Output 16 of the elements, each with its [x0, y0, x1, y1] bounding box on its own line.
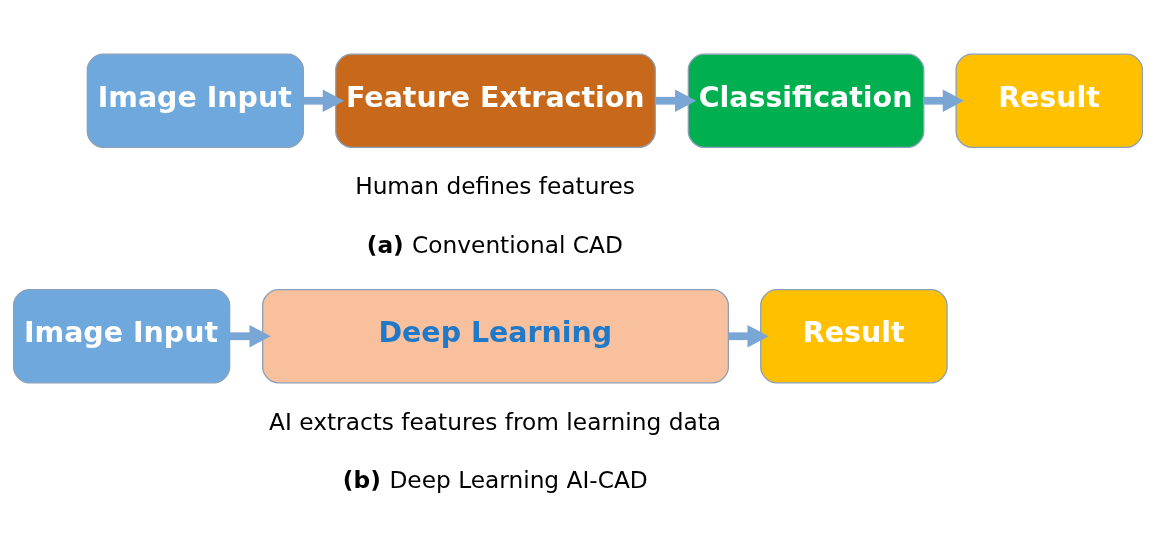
- node-box: Result: [955, 53, 1144, 148]
- node-box: Feature Extraction: [335, 53, 656, 148]
- label: (a) Conventional CAD: [366, 230, 623, 258]
- node-box: Result: [760, 288, 948, 383]
- arrow: [303, 89, 344, 112]
- node-box: Classification: [687, 53, 925, 148]
- label: (b) Deep Learning AI-CAD: [342, 465, 648, 493]
- arrow: [655, 89, 697, 112]
- arrow: [923, 89, 965, 112]
- arrow: [728, 324, 769, 347]
- arrow: [229, 324, 271, 347]
- node-box: Deep Learning: [262, 288, 730, 383]
- node-box: Image Input: [86, 53, 305, 148]
- label: Human defines features: [355, 171, 635, 199]
- label: AI extracts features from learning data: [269, 407, 722, 435]
- node-box: Image Input: [12, 288, 231, 383]
